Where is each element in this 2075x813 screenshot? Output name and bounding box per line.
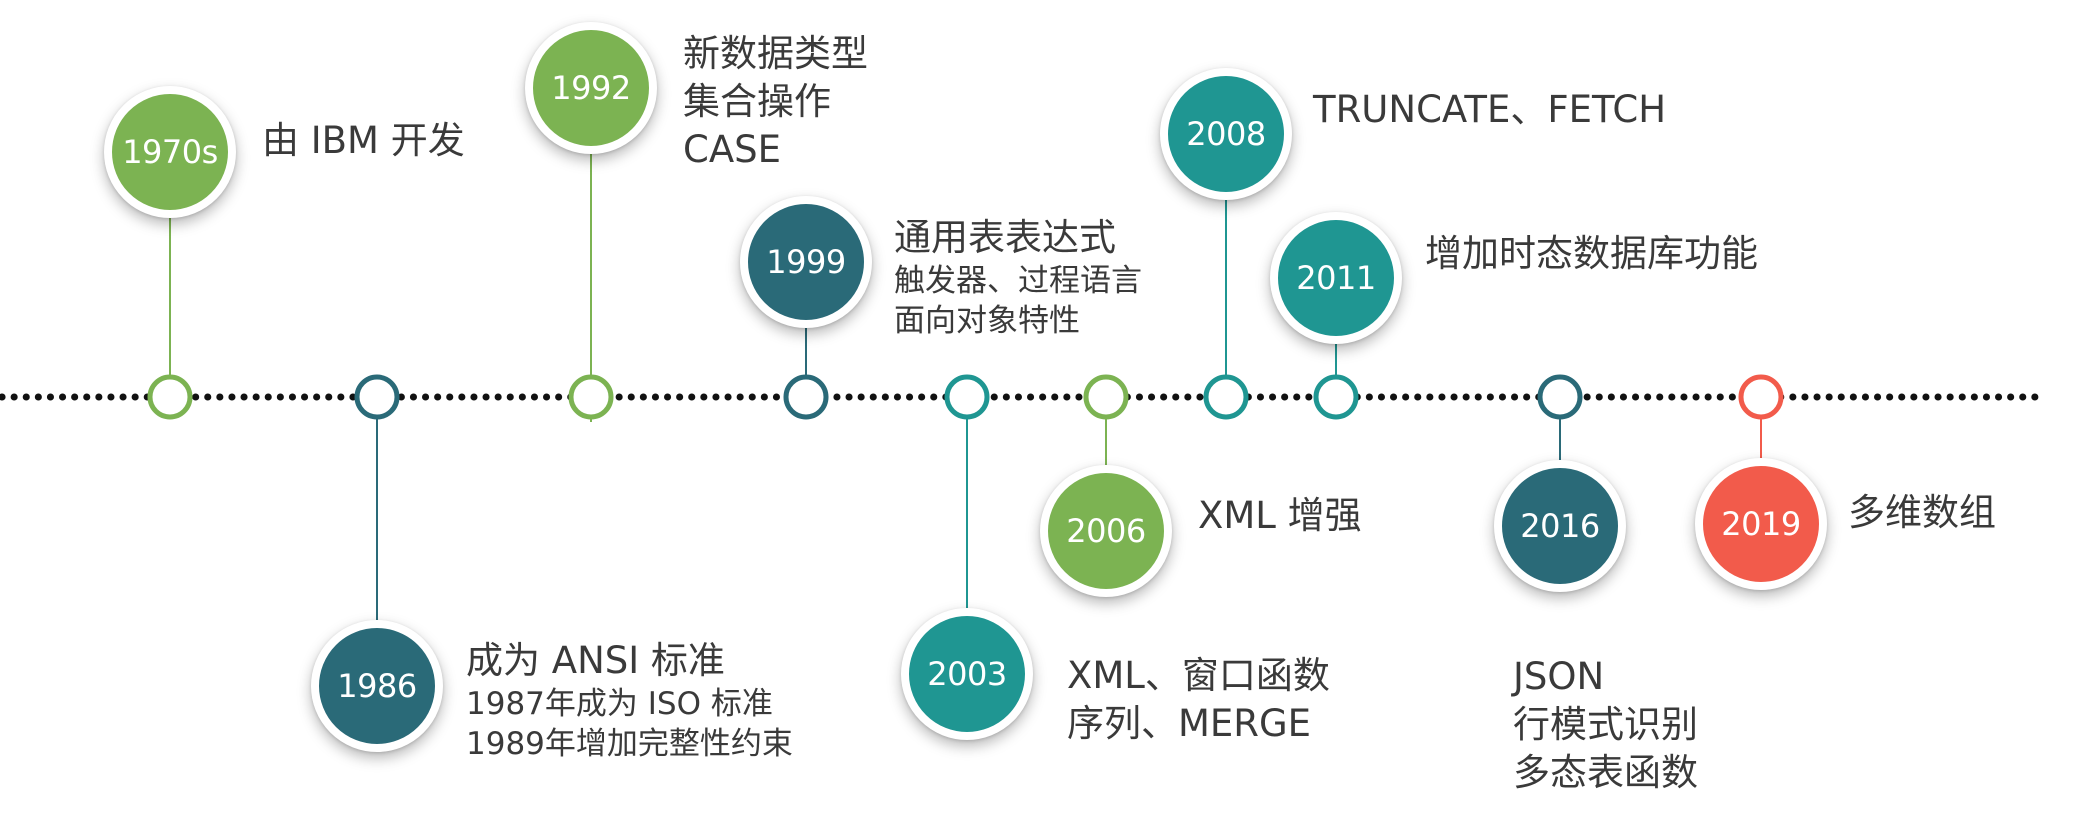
event-description-line: 由 IBM 开发	[262, 119, 465, 162]
event-description-line: 1989年增加完整性约束	[466, 726, 793, 762]
year-label: 2011	[1296, 259, 1376, 297]
year-badge: 2003	[901, 608, 1033, 740]
event-description-line: 1987年成为 ISO 标准	[466, 686, 773, 722]
event-description: JSON 行模式识别多态表函数	[1513, 653, 1698, 797]
year-label: 1999	[766, 243, 846, 281]
event-description: 由 IBM 开发	[262, 117, 465, 165]
event-description-line: 序列、MERGE	[1067, 702, 1312, 745]
year-badge: 1986	[311, 620, 443, 752]
year-badge: 1992	[525, 22, 657, 154]
event-description-line: 多态表函数	[1513, 751, 1698, 794]
year-badge: 2016	[1494, 460, 1626, 592]
event-description: 通用表表达式触发器、过程语言面向对象特性	[894, 215, 1142, 341]
year-label: 2016	[1520, 507, 1600, 545]
event-description-line: 增加时态数据库功能	[1425, 232, 1758, 275]
event-description-line: TRUNCATE、FETCH	[1313, 88, 1667, 131]
timeline-marker	[783, 374, 829, 420]
timeline-marker	[1203, 374, 1249, 420]
marker-group	[147, 374, 1784, 420]
year-badge: 1970s	[104, 86, 236, 218]
year-badge: 2006	[1040, 465, 1172, 597]
event-description: 成为 ANSI 标准 1987年成为 ISO 标准 1989年增加完整性约束	[466, 638, 793, 764]
event-description: 新数据类型集合操作 CASE	[683, 30, 868, 174]
event-description-line: XML、窗口函数	[1067, 654, 1330, 697]
year-label: 2008	[1186, 115, 1266, 153]
event-description-line: CASE	[683, 128, 782, 171]
event-description: 多维数组	[1848, 489, 1996, 537]
year-label: 2003	[927, 655, 1007, 693]
event-description-line: 行模式识别	[1513, 703, 1698, 746]
timeline-marker	[1313, 374, 1359, 420]
timeline-marker	[944, 374, 990, 420]
year-badge: 2011	[1270, 212, 1402, 344]
event-description: XML、窗口函数序列、MERGE	[1067, 652, 1330, 748]
event-description: TRUNCATE、FETCH	[1313, 86, 1666, 134]
year-badge: 1999	[740, 196, 872, 328]
event-description-line: 新数据类型	[683, 32, 868, 75]
timeline-marker	[1537, 374, 1583, 420]
year-label: 1986	[337, 667, 417, 705]
timeline-marker	[1738, 374, 1784, 420]
year-badge: 2008	[1160, 68, 1292, 200]
timeline-marker	[354, 374, 400, 420]
timeline-marker	[1083, 374, 1129, 420]
timeline-marker	[568, 374, 614, 420]
event-description: XML 增强	[1198, 492, 1362, 540]
event-description-line: 面向对象特性	[894, 303, 1080, 339]
event-description-line: 多维数组	[1848, 491, 1996, 534]
year-label: 2006	[1066, 512, 1146, 550]
event-description-line: XML 增强	[1198, 494, 1362, 537]
event-description-line: 触发器、过程语言	[894, 263, 1142, 299]
year-badge: 2019	[1695, 458, 1827, 590]
event-description-line: 集合操作	[683, 80, 831, 123]
timeline-marker	[147, 374, 193, 420]
year-label: 1970s	[122, 133, 218, 171]
event-description-line: 通用表表达式	[894, 216, 1116, 259]
event-description: 增加时态数据库功能	[1425, 230, 1758, 278]
year-label: 2019	[1721, 505, 1801, 543]
event-description-line: 成为 ANSI 标准	[466, 639, 725, 682]
event-description-line: JSON	[1513, 655, 1605, 698]
year-label: 1992	[551, 69, 631, 107]
